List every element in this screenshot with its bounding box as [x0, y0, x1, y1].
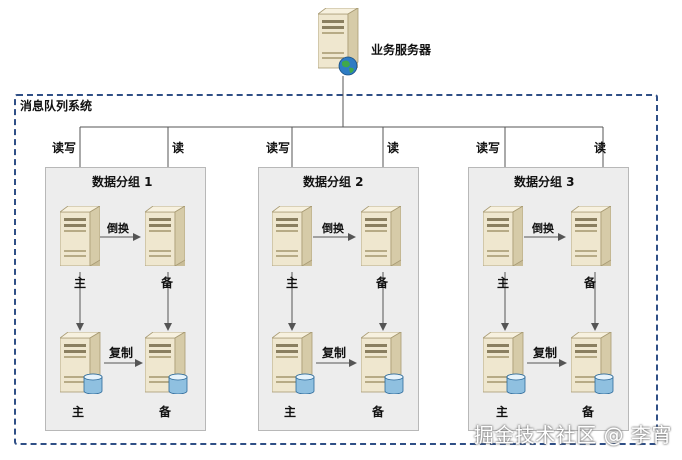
master-label: 主 — [286, 276, 298, 290]
master-label: 主 — [72, 405, 84, 419]
database-icon — [84, 374, 102, 394]
database-icon — [385, 374, 403, 394]
switch-label-2: 倒换 — [322, 222, 344, 236]
master-label: 主 — [496, 405, 508, 419]
database-icon — [595, 374, 613, 394]
database-icon — [507, 374, 525, 394]
master-server-icon — [60, 206, 100, 266]
watermark: 掘金技术社区 @ 李宵 — [474, 419, 672, 448]
backup-server-icon — [571, 206, 611, 266]
master-db-server-icon — [60, 332, 105, 394]
database-icon — [296, 374, 314, 394]
backup-db-server-icon — [145, 332, 190, 394]
backup-db-server-icon — [571, 332, 616, 394]
backup-server-icon — [145, 206, 185, 266]
master-db-server-icon — [483, 332, 528, 394]
switch-label-3: 倒换 — [532, 222, 554, 236]
backup-label: 备 — [161, 276, 173, 290]
switch-label-1: 倒换 — [107, 222, 129, 236]
copy-label-1: 复制 — [109, 346, 133, 360]
backup-label: 备 — [159, 405, 171, 419]
master-label: 主 — [284, 405, 296, 419]
master-label: 主 — [74, 276, 86, 290]
backup-label: 备 — [584, 276, 596, 290]
backup-label: 备 — [372, 405, 384, 419]
backup-label: 备 — [582, 405, 594, 419]
master-db-server-icon — [272, 332, 317, 394]
master-label: 主 — [497, 276, 509, 290]
master-server-icon — [483, 206, 523, 266]
backup-server-icon — [361, 206, 401, 266]
master-server-icon — [272, 206, 312, 266]
copy-label-3: 复制 — [533, 346, 557, 360]
backup-label: 备 — [376, 276, 388, 290]
copy-label-2: 复制 — [322, 346, 346, 360]
backup-db-server-icon — [361, 332, 406, 394]
database-icon — [169, 374, 187, 394]
